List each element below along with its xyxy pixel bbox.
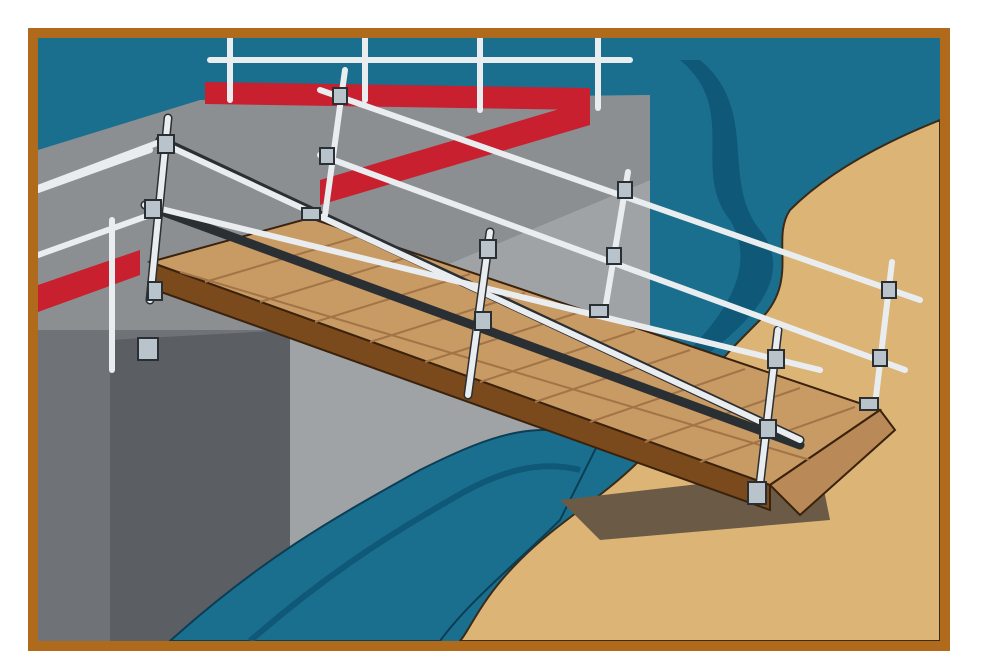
channel-ripple	[248, 463, 581, 641]
water-channel	[168, 429, 602, 641]
deck-ramp	[768, 408, 897, 517]
couplers	[137, 87, 897, 505]
water-streak	[680, 60, 774, 360]
warning-band-top	[205, 82, 590, 110]
concrete-shadow	[110, 330, 290, 641]
background-scaffold	[38, 38, 633, 373]
